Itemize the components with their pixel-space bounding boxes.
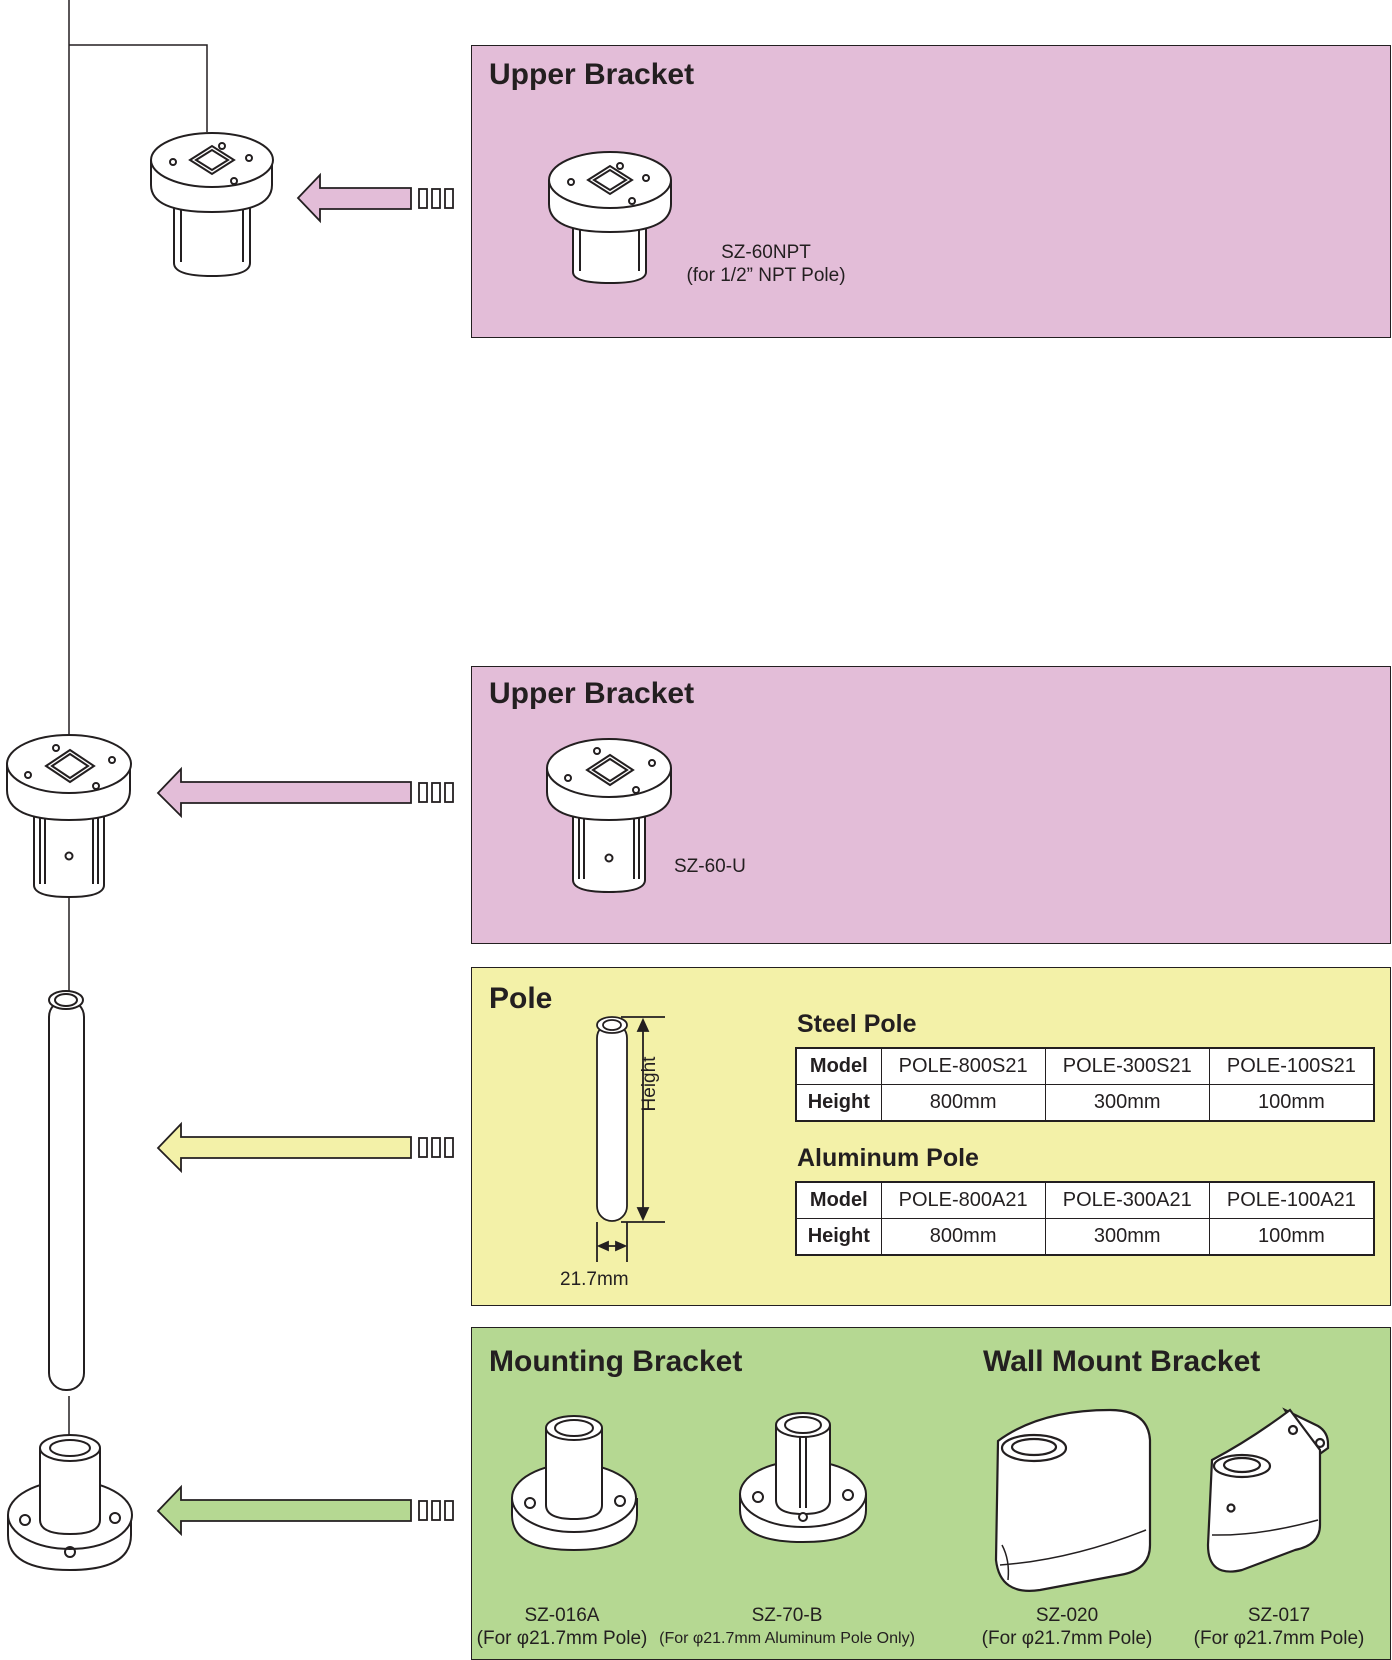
arrow-yellow (156, 1121, 454, 1174)
table-cell: POLE-100S21 (1208, 1047, 1375, 1085)
panel-title: Upper Bracket (489, 677, 695, 710)
table-cell: 100mm (1208, 1084, 1375, 1122)
table-cell: POLE-100A21 (1208, 1181, 1375, 1219)
aluminum-pole-table: Model POLE-800A21 POLE-300A21 POLE-100A2… (795, 1181, 1375, 1256)
upper-bracket-npt-icon (548, 151, 672, 285)
pole-dimension-icon (596, 1016, 665, 1262)
model-note: (For φ21.7mm Pole) (981, 1628, 1153, 1649)
table-cell: POLE-300S21 (1044, 1047, 1210, 1085)
table-row: Height 800mm 300mm 100mm (795, 1218, 1375, 1256)
model-note: (for 1/2” NPT Pole) (686, 265, 846, 286)
model-note: (For φ21.7mm Pole) (1193, 1628, 1365, 1649)
upper-bracket-u-icon (546, 738, 672, 894)
wall-item-caption: SZ-017 (For φ21.7mm Pole) (1184, 1604, 1374, 1650)
table-cell: POLE-300A21 (1044, 1181, 1210, 1219)
arrow-pink-2 (156, 766, 454, 819)
model-label: SZ-020 (1035, 1605, 1099, 1626)
panel-title: Pole (489, 982, 553, 1015)
row-header: Height (795, 1084, 882, 1122)
diameter-dimension-label: 21.7mm (560, 1269, 629, 1290)
panel-title: Upper Bracket (489, 58, 695, 91)
wall-mount-bracket-small-icon (1206, 1407, 1330, 1573)
table-cell: 300mm (1044, 1218, 1210, 1256)
model-label: SZ-60-U (674, 856, 746, 877)
row-header: Height (795, 1218, 882, 1256)
mounting-item-caption: SZ-70-B (For φ21.7mm Aluminum Pole Only) (652, 1604, 922, 1650)
model-label: SZ-70-B (751, 1605, 823, 1626)
table-row: Model POLE-800A21 POLE-300A21 POLE-100A2… (795, 1181, 1375, 1219)
wall-item-caption: SZ-020 (For φ21.7mm Pole) (972, 1604, 1162, 1650)
wall-mount-bracket-title: Wall Mount Bracket (983, 1345, 1261, 1378)
mounting-bracket-aluminum-icon (739, 1412, 867, 1544)
table-cell: 800mm (880, 1084, 1046, 1122)
model-note: (For φ21.7mm Aluminum Pole Only) (659, 1630, 915, 1647)
model-note: (For φ21.7mm Pole) (476, 1628, 648, 1649)
model-label: SZ-60NPT (721, 242, 811, 263)
assembly-lines (68, 0, 208, 1437)
upper-bracket-u-icon (6, 734, 132, 899)
table-cell: 100mm (1208, 1218, 1375, 1256)
upper-bracket-npt-icon (150, 132, 274, 278)
mounting-bracket-icon (511, 1415, 638, 1552)
table-row: Height 800mm 300mm 100mm (795, 1084, 1375, 1122)
connector-line (69, 44, 208, 132)
pole-icon (48, 990, 85, 1391)
model-label: SZ-016A (524, 1605, 600, 1626)
mounting-bracket-title: Mounting Bracket (489, 1345, 743, 1378)
model-label: SZ-017 (1247, 1605, 1311, 1626)
mounting-item-caption: SZ-016A (For φ21.7mm Pole) (472, 1604, 652, 1650)
mounting-bracket-icon (7, 1434, 133, 1572)
steel-pole-title: Steel Pole (797, 1010, 917, 1038)
table-cell: 800mm (880, 1218, 1046, 1256)
steel-pole-table: Model POLE-800S21 POLE-300S21 POLE-100S2… (795, 1047, 1375, 1122)
table-cell: 300mm (1044, 1084, 1210, 1122)
arrow-pink-1 (296, 172, 454, 224)
wall-mount-bracket-large-icon (994, 1408, 1152, 1592)
table-cell: POLE-800S21 (880, 1047, 1046, 1085)
part-caption: SZ-60NPT (for 1/2” NPT Pole) (676, 241, 856, 287)
row-header: Model (795, 1047, 882, 1085)
table-row: Model POLE-800S21 POLE-300S21 POLE-100S2… (795, 1047, 1375, 1085)
arrow-green (156, 1484, 454, 1537)
aluminum-pole-title: Aluminum Pole (797, 1144, 979, 1172)
